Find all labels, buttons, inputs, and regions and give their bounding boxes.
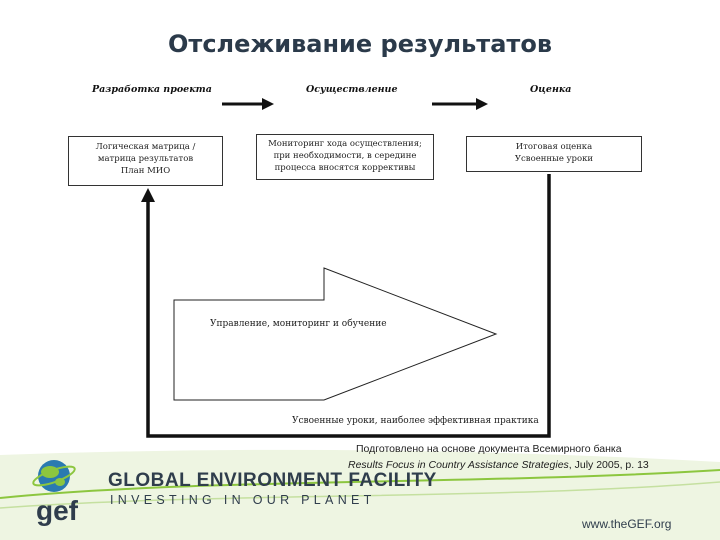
source-date: , July 2005, p. 13 (568, 459, 649, 471)
box-evaluation: Итоговая оценка Усвоенные уроки (466, 136, 642, 172)
feedback-loop-line (146, 174, 551, 438)
box-evaluation-line-1: Итоговая оценка (515, 142, 593, 152)
source-title: Results Focus in Country Assistance Stra… (348, 459, 569, 471)
box-design-line-1: Логическая матрица / (95, 142, 196, 152)
big-arrow-label: Управление, мониторинг и обучение (210, 319, 387, 329)
box-design-line-2: матрица результатов (97, 154, 194, 164)
box-design: Логическая матрица / матрица результатов… (68, 136, 223, 186)
org-url[interactable]: www.theGEF.org (582, 517, 672, 531)
stage-design-label: Разработка проекта (92, 84, 212, 95)
stage-arrow-1 (222, 98, 274, 110)
box-design-line-3: План МИО (120, 166, 171, 176)
org-tagline: INVESTING IN OUR PLANET (110, 493, 376, 507)
box-implementation-line-3: процесса вносятся коррективы (274, 163, 416, 173)
stage-arrow-2 (432, 98, 488, 110)
box-evaluation-line-2: Усвоенные уроки (514, 154, 594, 164)
footer-decoration (0, 449, 720, 540)
box-implementation-line-1: Мониторинг хода осуществления; (268, 139, 422, 149)
box-implementation-line-2: при необходимости, в середине (273, 151, 417, 161)
box-implementation: Мониторинг хода осуществления; при необх… (256, 134, 434, 180)
big-block-arrow (173, 267, 498, 401)
org-name: GLOBAL ENVIRONMENT FACILITY (108, 470, 437, 491)
source-line-2: Results Focus in Country Assistance Stra… (348, 459, 649, 471)
globe-icon (32, 460, 76, 492)
feedback-loop-arrowhead (141, 188, 155, 202)
gef-logo-text: gef (36, 495, 79, 526)
source-line-1: Подготовлено на основе документа Всемирн… (356, 443, 622, 455)
feedback-label: Усвоенные уроки, наиболее эффективная пр… (292, 416, 539, 426)
stage-implementation-label: Осуществление (306, 84, 398, 95)
stage-evaluation-label: Оценка (530, 84, 572, 95)
slide-title: Отслеживание результатов (168, 30, 552, 58)
